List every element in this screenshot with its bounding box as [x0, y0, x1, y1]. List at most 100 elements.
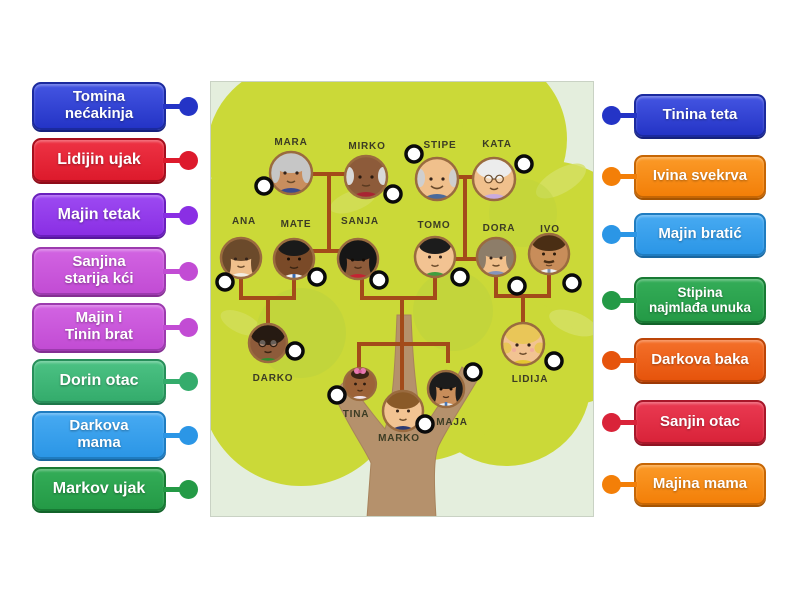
answer-dot-ana[interactable] — [215, 272, 235, 292]
person-name-ivo: IVO — [540, 224, 560, 235]
label-majin-tetak[interactable]: Majin tetak — [32, 193, 198, 237]
label-text: Majina mama — [652, 474, 748, 492]
avatar-marko — [381, 389, 425, 433]
person-name-mirko: MIRKO — [348, 141, 385, 152]
connector-stub — [163, 378, 180, 384]
label-text: Lidijin ujak — [57, 151, 141, 169]
answer-dot-kata[interactable] — [514, 154, 534, 174]
label-majin-i-tinin-brat[interactable]: Majin i Tinin brat — [32, 303, 198, 351]
avatar-dora — [475, 236, 517, 278]
connector-dot[interactable] — [179, 96, 198, 116]
label-text: Tinina teta — [662, 106, 738, 124]
connector-stub — [620, 113, 637, 118]
label-markov-ujak[interactable]: Markov ujak — [32, 467, 198, 511]
avatar-mate — [272, 237, 316, 281]
connector-stub — [163, 324, 180, 330]
family-tree-image: MARA MIRKO STIPE KATA ANA MATE SANJA TOM… — [211, 82, 593, 516]
answer-dot-maja[interactable] — [463, 362, 483, 382]
label-text: Sanjin otac — [659, 412, 741, 430]
person-name-mara: MARA — [274, 137, 307, 148]
connector-dot[interactable] — [179, 261, 198, 281]
avatar-darko — [247, 322, 289, 364]
person-name-lidija: LIDIJA — [512, 374, 548, 385]
connector-dot[interactable] — [179, 150, 198, 170]
connector-dot[interactable] — [602, 474, 621, 494]
answer-dot-ivo[interactable] — [562, 273, 582, 293]
connector-stub — [620, 357, 637, 363]
avatar-tomo — [413, 235, 457, 279]
label-majin-bratic[interactable]: Majin bratić — [602, 213, 766, 256]
label-text: Markov ujak — [52, 480, 146, 498]
answer-dot-darko[interactable] — [285, 341, 305, 361]
person-name-kata: KATA — [482, 139, 512, 150]
label-darkova-mama[interactable]: Darkova mama — [32, 411, 198, 459]
connector-stub — [620, 174, 637, 179]
connector-dot[interactable] — [602, 167, 621, 186]
connector-stub — [163, 268, 180, 274]
answer-dot-stipe[interactable] — [404, 144, 424, 164]
label-tinina-teta[interactable]: Tinina teta — [602, 94, 766, 137]
person-name-mate: MATE — [281, 219, 312, 230]
connector-stub — [163, 486, 180, 492]
connector-dot[interactable] — [602, 290, 621, 310]
label-tomina-necakinja[interactable]: Tomina nećakinja — [32, 82, 198, 130]
answer-dot-mate[interactable] — [307, 267, 327, 287]
connector-dot[interactable] — [179, 479, 198, 499]
connector-dot[interactable] — [179, 425, 198, 445]
avatar-mirko — [343, 154, 389, 200]
person-name-tina: TINA — [343, 409, 370, 420]
label-stipina-najmladja-unuka[interactable]: Stipina najmlađa unuka — [602, 277, 766, 323]
connector-stub — [620, 419, 637, 425]
label-text: Majin i Tinin brat — [64, 309, 134, 343]
connector-stub — [620, 232, 637, 237]
connector-dot[interactable] — [179, 371, 198, 391]
answer-dot-mara[interactable] — [254, 176, 274, 196]
person-name-darko: DARKO — [253, 373, 294, 384]
label-sanjin-otac[interactable]: Sanjin otac — [602, 400, 766, 444]
avatar-lidija — [500, 321, 546, 367]
label-text: Ivina svekrva — [652, 167, 748, 185]
connector-dot[interactable] — [179, 317, 198, 337]
avatar-kata — [471, 156, 517, 202]
answer-dot-sanja[interactable] — [369, 270, 389, 290]
label-text: Majin tetak — [57, 206, 141, 224]
avatar-ana — [219, 236, 263, 280]
label-majina-mama[interactable]: Majina mama — [602, 463, 766, 505]
connector-stub — [620, 297, 637, 303]
answer-dot-mirko[interactable] — [383, 184, 403, 204]
connector-dot[interactable] — [602, 225, 621, 244]
label-lidijin-ujak[interactable]: Lidijin ujak — [32, 138, 198, 182]
answer-dot-dora[interactable] — [507, 276, 527, 296]
label-text: Darkova mama — [69, 417, 129, 451]
connector-dot[interactable] — [179, 205, 198, 225]
label-darkova-baka[interactable]: Darkova baka — [602, 338, 766, 382]
connector-dot[interactable] — [602, 350, 621, 370]
label-dorin-otac[interactable]: Dorin otac — [32, 359, 198, 403]
avatar-maja — [426, 369, 466, 409]
connector-dot[interactable] — [602, 106, 621, 125]
avatar-ivo — [527, 232, 571, 276]
label-text: Darkova baka — [651, 350, 749, 368]
person-name-maja: MAJA — [436, 417, 468, 428]
label-sanjina-starija-kci[interactable]: Sanjina starija kći — [32, 247, 198, 295]
connector-dot[interactable] — [602, 412, 621, 432]
person-name-marko: MARKO — [378, 433, 420, 444]
label-text: Stipina najmlađa unuka — [648, 284, 752, 315]
label-text: Sanjina starija kći — [64, 253, 134, 287]
answer-dot-lidija[interactable] — [544, 351, 564, 371]
family-tree-panel: MARA MIRKO STIPE KATA ANA MATE SANJA TOM… — [210, 81, 594, 517]
avatar-sanja — [336, 237, 380, 281]
label-ivina-svekrva[interactable]: Ivina svekrva — [602, 155, 766, 198]
connector-stub — [163, 157, 180, 163]
answer-dot-marko[interactable] — [415, 414, 435, 434]
answer-dot-tomo[interactable] — [450, 267, 470, 287]
connector-stub — [163, 212, 180, 218]
avatar-tina — [342, 366, 378, 402]
connector-stub — [620, 481, 637, 487]
person-name-ana: ANA — [232, 216, 256, 227]
connector-stub — [163, 432, 180, 438]
person-name-tomo: TOMO — [417, 220, 450, 231]
avatar-mara — [268, 150, 314, 196]
answer-dot-tina[interactable] — [327, 385, 347, 405]
